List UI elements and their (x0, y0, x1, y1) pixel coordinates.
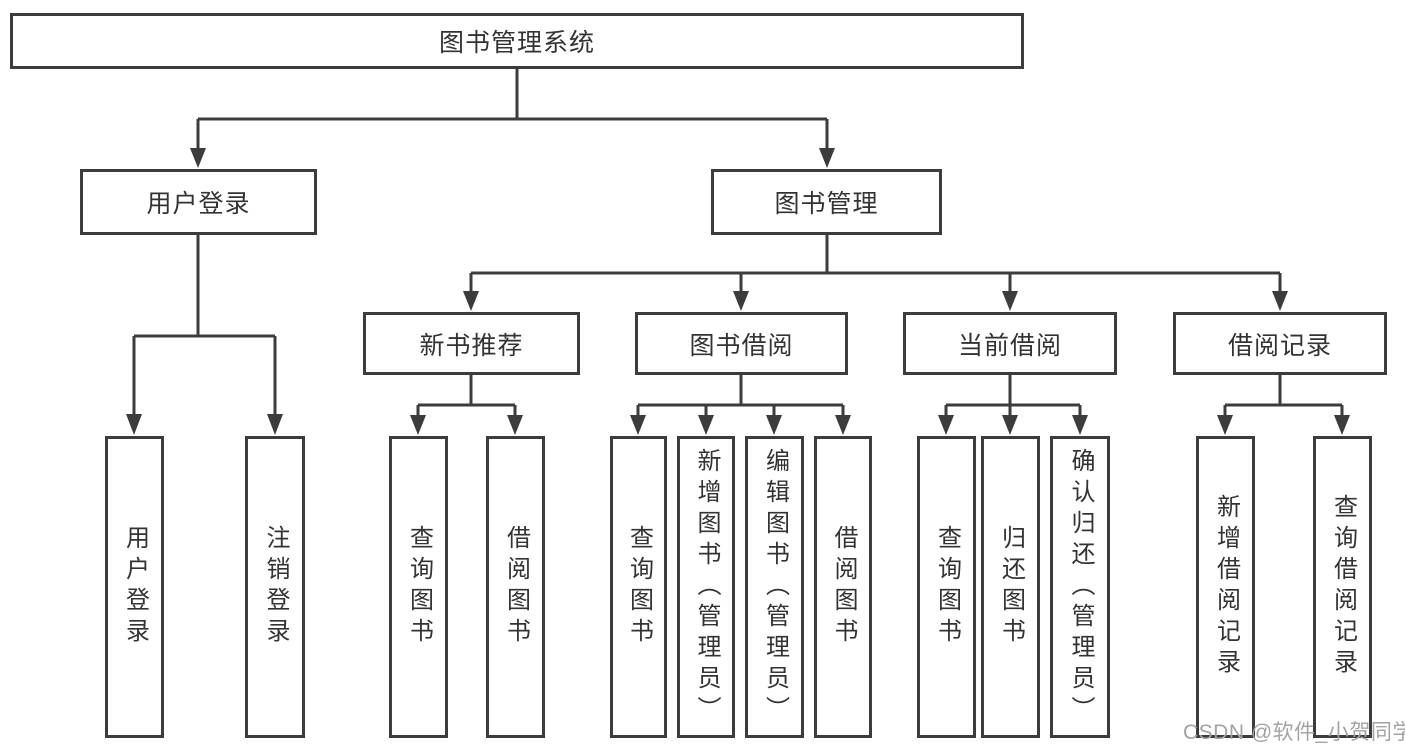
node-new-book-rec: 新书推荐 (363, 312, 580, 375)
node-label: 新增借阅记录 (1212, 494, 1240, 680)
leaf-user-login: 用户登录 (105, 436, 164, 738)
connector-current-borrowing-children (938, 375, 1088, 435)
node-label: 图书借阅 (689, 331, 794, 360)
node-label: 用户登录 (146, 190, 251, 218)
node-label: 借阅图书 (502, 525, 530, 649)
leaf-add-book-admin: 新增图书（管理员） (677, 436, 735, 738)
node-label: 确认归还（管理员） (1067, 447, 1094, 727)
leaf-query-books-1: 查询图书 (389, 436, 448, 738)
leaf-query-books-3: 查询图书 (917, 436, 976, 738)
node-label: 注销登录 (262, 525, 289, 649)
leaf-borrow-books-1: 借阅图书 (486, 436, 545, 738)
node-label: 归还图书 (997, 525, 1025, 649)
node-label: 图书管理 (774, 190, 879, 218)
node-borrowing-records: 借阅记录 (1173, 312, 1387, 375)
node-label: 查询图书 (405, 525, 433, 649)
connector-book-borrowing-children (630, 375, 851, 435)
node-label: 新增图书（管理员） (693, 447, 720, 727)
node-label: 编辑图书（管理员） (761, 447, 789, 727)
node-label: 图书管理系统 (438, 29, 595, 57)
node-book-mgmt: 图书管理 (711, 169, 942, 235)
node-current-borrowing: 当前借阅 (903, 312, 1117, 375)
node-label: 当前借阅 (957, 331, 1062, 360)
node-label: 借阅记录 (1227, 331, 1332, 360)
node-label: 借阅图书 (830, 525, 857, 649)
node-label: 新书推荐 (419, 331, 524, 360)
connector-book-mgmt-children (463, 235, 1288, 311)
connector-new-book-rec-children (410, 375, 523, 435)
leaf-logout: 注销登录 (245, 436, 305, 738)
leaf-query-borrow-record: 查询借阅记录 (1313, 436, 1372, 738)
connector-root-to-level2 (190, 69, 835, 168)
leaf-query-books-2: 查询图书 (610, 436, 667, 738)
node-label: 查询图书 (625, 525, 653, 649)
leaf-return-book: 归还图书 (981, 436, 1040, 738)
node-book-borrowing: 图书借阅 (635, 312, 848, 375)
leaf-confirm-return-admin: 确认归还（管理员） (1050, 436, 1110, 738)
watermark-text: CSDN @软件_小贺同学 (1183, 721, 1405, 744)
node-label: 查询借阅记录 (1329, 494, 1357, 680)
node-label: 查询图书 (933, 525, 961, 649)
node-label: 用户登录 (121, 525, 149, 649)
leaf-edit-book-admin: 编辑图书（管理员） (745, 436, 804, 738)
connector-user-login-children (126, 235, 283, 435)
leaf-add-borrow-record: 新增借阅记录 (1196, 436, 1255, 738)
node-root-system: 图书管理系统 (10, 13, 1024, 69)
leaf-borrow-books-2: 借阅图书 (814, 436, 872, 738)
connector-borrowing-records-children (1217, 375, 1350, 435)
node-user-login: 用户登录 (80, 169, 317, 235)
